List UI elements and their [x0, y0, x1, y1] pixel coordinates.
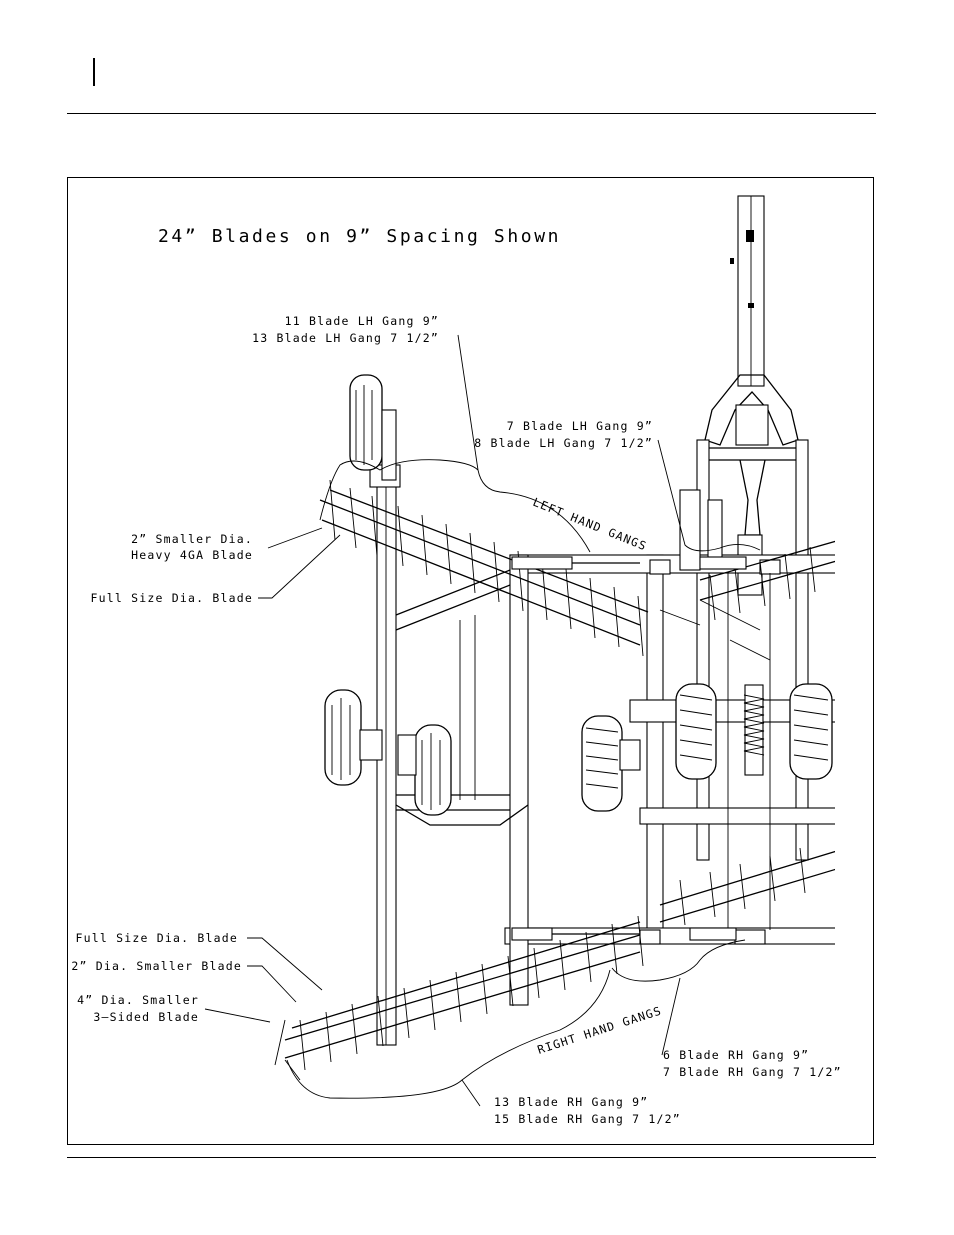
label-full-size-top: Full Size Dia. Blade: [91, 591, 253, 605]
label-lh-inner-2: 8 Blade LH Gang 7 1/2”: [474, 436, 653, 450]
left-wing-wheels: [324, 374, 452, 816]
figure-frame: [67, 177, 874, 1145]
footer-rule: [67, 1157, 876, 1158]
label-right-hand-gangs: RIGHT HAND GANGS: [536, 1003, 664, 1056]
hydraulic-cylinders: [511, 556, 747, 941]
header-tick: [93, 58, 95, 86]
header-rule: [67, 113, 876, 114]
label-smaller-heavy-1: 2” Smaller Dia.: [131, 532, 253, 546]
label-rh-outer-2: 15 Blade RH Gang 7 1/2”: [494, 1112, 681, 1126]
right-hand-gang-blades: [274, 847, 835, 1081]
label-four-smaller-1: 4” Dia. Smaller: [77, 993, 199, 1007]
left-hand-gang-blades: [319, 479, 835, 661]
label-four-smaller-2: 3–Sided Blade: [93, 1010, 199, 1024]
leader-lines: [204, 334, 761, 1107]
label-full-size-bottom: Full Size Dia. Blade: [76, 931, 238, 945]
left-wing-frame: [369, 464, 529, 1046]
label-two-smaller: 2” Dia. Smaller Blade: [71, 959, 242, 973]
label-rh-inner-2: 7 Blade RH Gang 7 1/2”: [663, 1065, 842, 1079]
center-spring: [743, 684, 765, 776]
label-lh-outer-1: 11 Blade LH Gang 9”: [285, 314, 439, 328]
label-smaller-heavy-2: Heavy 4GA Blade: [131, 548, 253, 562]
diagram-title: 24” Blades on 9” Spacing Shown: [158, 226, 561, 247]
label-left-hand-gangs: LEFT HAND GANGS: [531, 495, 649, 554]
label-rh-inner-1: 6 Blade RH Gang 9”: [663, 1048, 809, 1062]
label-lh-outer-2: 13 Blade LH Gang 7 1/2”: [252, 331, 439, 345]
label-rh-outer-1: 13 Blade RH Gang 9”: [494, 1095, 648, 1109]
label-lh-inner-1: 7 Blade LH Gang 9”: [507, 419, 653, 433]
hitch-tongue: [699, 195, 807, 536]
machine-drawing: [274, 195, 835, 1081]
center-wheels: [581, 683, 833, 812]
